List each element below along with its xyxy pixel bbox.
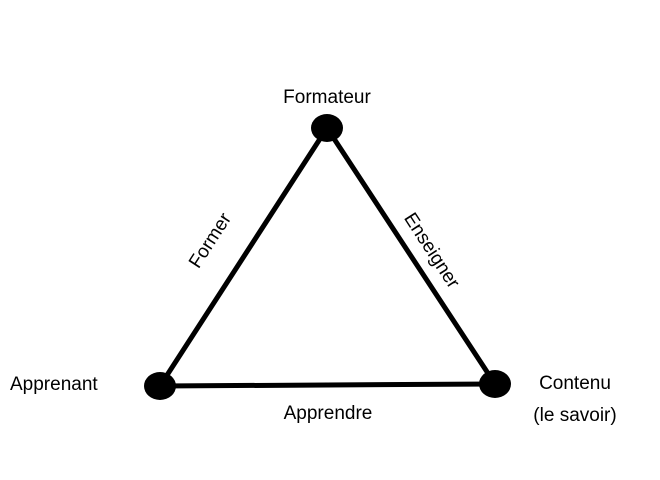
node-contenu bbox=[479, 370, 511, 398]
edge-apprendre bbox=[157, 381, 498, 389]
node-apprenant bbox=[144, 372, 176, 400]
label-apprenant: Apprenant bbox=[10, 374, 98, 395]
edge-enseigner bbox=[324, 125, 498, 387]
label-contenu: Contenu bbox=[539, 373, 611, 394]
label-le-savoir: (le savoir) bbox=[533, 405, 617, 426]
label-formateur: Formateur bbox=[283, 87, 371, 108]
edge-former bbox=[157, 125, 330, 389]
node-formateur bbox=[311, 114, 343, 142]
label-apprendre: Apprendre bbox=[283, 403, 373, 424]
